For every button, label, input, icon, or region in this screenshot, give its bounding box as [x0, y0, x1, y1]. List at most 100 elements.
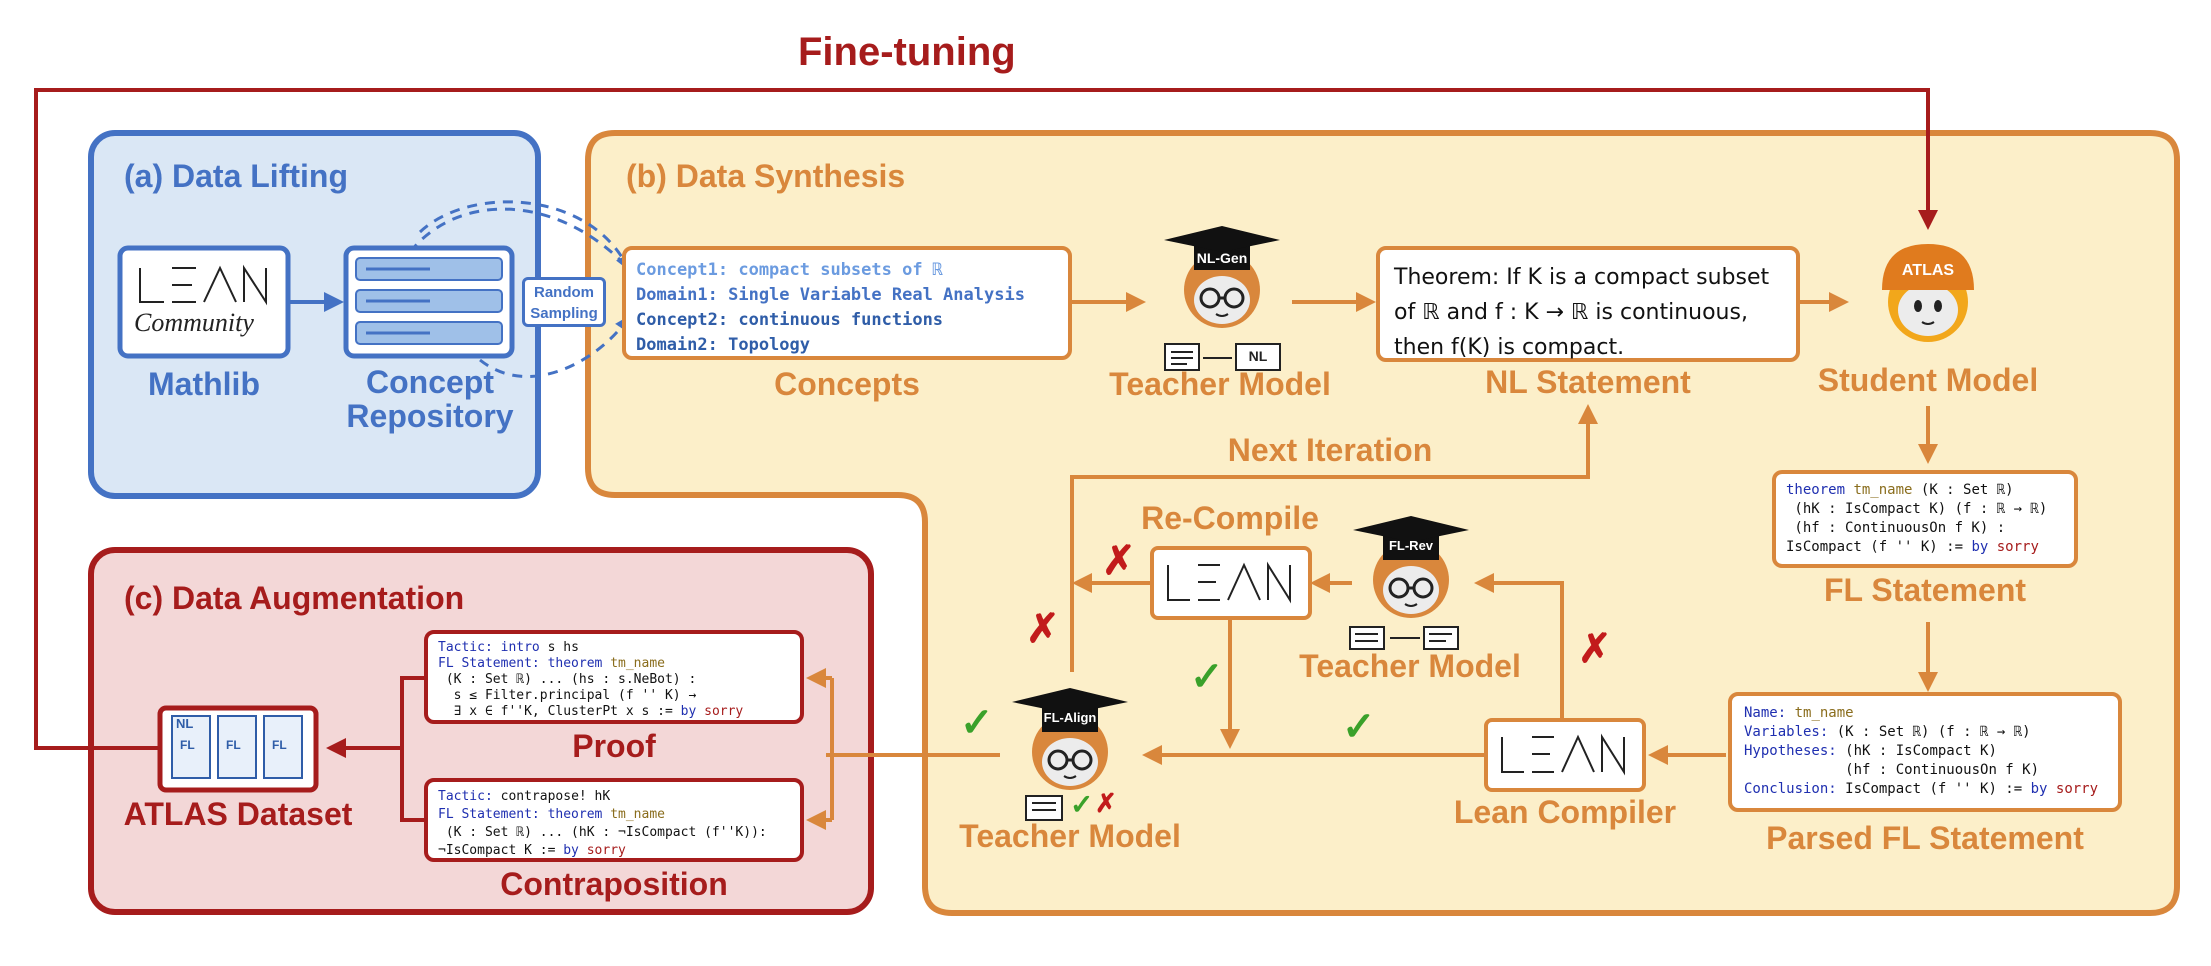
- proof-line-2: (K : Set ℝ) ... (hs : s.NeBot) :: [438, 672, 697, 687]
- nl-statement-label: NL Statement: [1485, 364, 1691, 400]
- concept-line-1: Concept1: compact subsets of ℝ: [636, 260, 944, 280]
- proof-label: Proof: [572, 728, 656, 764]
- proof-card: Tactic: intro s hs FL Statement: theorem…: [424, 630, 804, 724]
- fine-tuning-arrow: [34, 88, 1938, 750]
- contra-line-2: (K : Set ℝ) ... (hK : ¬IsCompact (f''K))…: [438, 825, 767, 840]
- fl-line-2: (hK : IsCompact K) (f : ℝ → ℝ): [1786, 501, 2048, 517]
- dataset-doc-fl-1: FL: [180, 738, 195, 752]
- proof-fl-key: FL Statement:: [438, 656, 540, 671]
- recompile-label: Re-Compile: [1141, 500, 1319, 536]
- synthesis-title: (b) Data Synthesis: [626, 158, 906, 194]
- atlas-dataset-label: ATLAS Dataset: [123, 796, 353, 832]
- proof-fl-name: tm_name: [610, 656, 665, 671]
- dataset-doc-tag: NL: [176, 716, 194, 731]
- augmentation-title: (c) Data Augmentation: [124, 580, 465, 616]
- nl-doc-label: NL: [1248, 348, 1268, 364]
- contra-sorry: sorry: [586, 843, 626, 858]
- cross-icon: ✗: [1026, 607, 1060, 651]
- proof-tactic-value: intro: [500, 640, 540, 655]
- parsed-vars-value: (K : Set ℝ) (f : ℝ → ℝ): [1836, 724, 2031, 740]
- contra-fl-kw: theorem: [547, 807, 603, 822]
- fl-sorry: sorry: [1996, 539, 2039, 555]
- parsed-vars-key: Variables:: [1744, 724, 1829, 740]
- dataset-icon: [157, 705, 319, 793]
- teacher-gen-label: Teacher Model: [1109, 366, 1331, 402]
- lean-compiler-label: Lean Compiler: [1453, 794, 1677, 830]
- contra-fl-key: FL Statement:: [438, 807, 540, 822]
- domain-line-1: Domain1: Single Variable Real Analysis: [636, 285, 1025, 305]
- check-icon: ✓: [960, 701, 994, 745]
- teacher-align-label: Teacher Model: [959, 818, 1181, 854]
- lean-logo-icon: [1150, 546, 1312, 620]
- check-icon: ✓: [1070, 789, 1094, 820]
- document-icon: [1164, 343, 1281, 371]
- proof-l4a: ∃ x ∈ f''K, ClusterPt x s :=: [438, 704, 681, 719]
- nl-line-1: Theorem: If K is a compact subset: [1394, 265, 1770, 290]
- teacher-avatar-icon: [1353, 516, 1469, 618]
- parsed-concl-value: IsCompact (f '' K) :=: [1845, 781, 2031, 797]
- teacher-rev-label: Teacher Model: [1299, 648, 1521, 684]
- parsed-hyp-key: Hypotheses:: [1744, 743, 1837, 759]
- nl-line-3: then f(K) is compact.: [1394, 335, 1625, 360]
- dataset-doc-fl-2: FL: [226, 738, 241, 752]
- fl-line-3: (hf : ContinuousOn f K) :: [1786, 520, 2006, 536]
- domain-line-2: Domain2: Topology: [636, 335, 810, 355]
- student-avatar-icon: [1882, 244, 1974, 342]
- random-sampling-line-1: Random: [534, 284, 594, 301]
- student-model-label: Student Model: [1817, 362, 2039, 398]
- concept-repository-label-1: Concept: [366, 364, 494, 400]
- mathlib-label: Mathlib: [148, 366, 260, 402]
- fl-l4a: IsCompact (f '' K) :=: [1786, 539, 1972, 555]
- parsed-fl-label: Parsed FL Statement: [1766, 820, 2084, 856]
- concepts-card: Concept1: compact subsets of ℝ Domain1: …: [622, 246, 1072, 360]
- cross-icon: ✗: [1578, 627, 1612, 671]
- dataset-doc-fl-3: FL: [272, 738, 287, 752]
- proof-line-3: s ≤ Filter.principal (f '' K) →: [438, 688, 697, 703]
- parsed-fl-card: Name: tm_name Variables: (K : Set ℝ) (f …: [1728, 692, 2122, 812]
- proof-tactic-rest: s hs: [539, 640, 579, 655]
- nl-line-2: of ℝ and f : K → ℝ is continuous,: [1394, 300, 1748, 325]
- contra-l3a: ¬IsCompact K :=: [438, 843, 564, 858]
- concept-line-2: Concept2: continuous functions: [636, 310, 944, 330]
- teacher-avatar-icon: [1012, 688, 1128, 790]
- fl-name: tm_name: [1853, 482, 1913, 498]
- proof-tactic-key: Tactic:: [438, 640, 493, 655]
- proof-by: by: [680, 704, 697, 719]
- random-sampling-line-2: Sampling: [530, 305, 598, 322]
- parsed-hyp-value-1: (hK : IsCompact K): [1845, 743, 1997, 759]
- cross-icon: ✗: [1102, 539, 1136, 583]
- contra-fl-name: tm_name: [610, 807, 665, 822]
- fl-kw: theorem: [1786, 482, 1846, 498]
- check-icon: ✓: [1190, 655, 1224, 699]
- repository-icon: [343, 245, 515, 359]
- check-icon: ✓: [1342, 705, 1376, 749]
- fl-statement-card: theorem tm_name (K : Set ℝ) (hK : IsComp…: [1772, 470, 2078, 568]
- fl-rev-hat-label: FL-Rev: [1388, 538, 1434, 553]
- fl-by: by: [1971, 539, 1989, 555]
- contra-by: by: [563, 843, 579, 858]
- lifting-title: (a) Data Lifting: [124, 158, 348, 194]
- atlas-badge: ATLAS: [1901, 262, 1955, 279]
- concepts-label: Concepts: [774, 366, 920, 402]
- contra-tactic-key: Tactic:: [438, 789, 493, 804]
- fl-l1-rest: (K : Set ℝ): [1912, 482, 2014, 498]
- contraposition-card: Tactic: contrapose! hK FL Statement: the…: [424, 778, 804, 862]
- proof-sorry: sorry: [704, 704, 744, 719]
- cross-icon: ✗: [1095, 788, 1117, 818]
- teacher-avatar-icon: [1164, 226, 1280, 328]
- fl-align-hat-label: FL-Align: [1043, 710, 1097, 725]
- parsed-name-value: tm_name: [1794, 705, 1854, 721]
- parsed-concl-by: by: [2030, 781, 2048, 797]
- random-sampling-box: Random Sampling: [522, 277, 606, 327]
- contra-tactic-value: contrapose! hK: [500, 789, 611, 804]
- parsed-hyp-value-2: (hf : ContinuousOn f K): [1845, 762, 2040, 778]
- parsed-name-key: Name:: [1744, 705, 1787, 721]
- proof-fl-kw: theorem: [547, 656, 603, 671]
- fl-statement-label: FL Statement: [1823, 572, 2027, 608]
- nl-statement-card: Theorem: If K is a compact subset of ℝ a…: [1376, 246, 1800, 362]
- fine-tuning-label: Fine-tuning: [798, 30, 1016, 74]
- lean-community-text: Community: [134, 308, 254, 337]
- parsed-concl-key: Conclusion:: [1744, 781, 1837, 797]
- contraposition-label: Contraposition: [500, 866, 728, 902]
- parsed-concl-sorry: sorry: [2055, 781, 2099, 797]
